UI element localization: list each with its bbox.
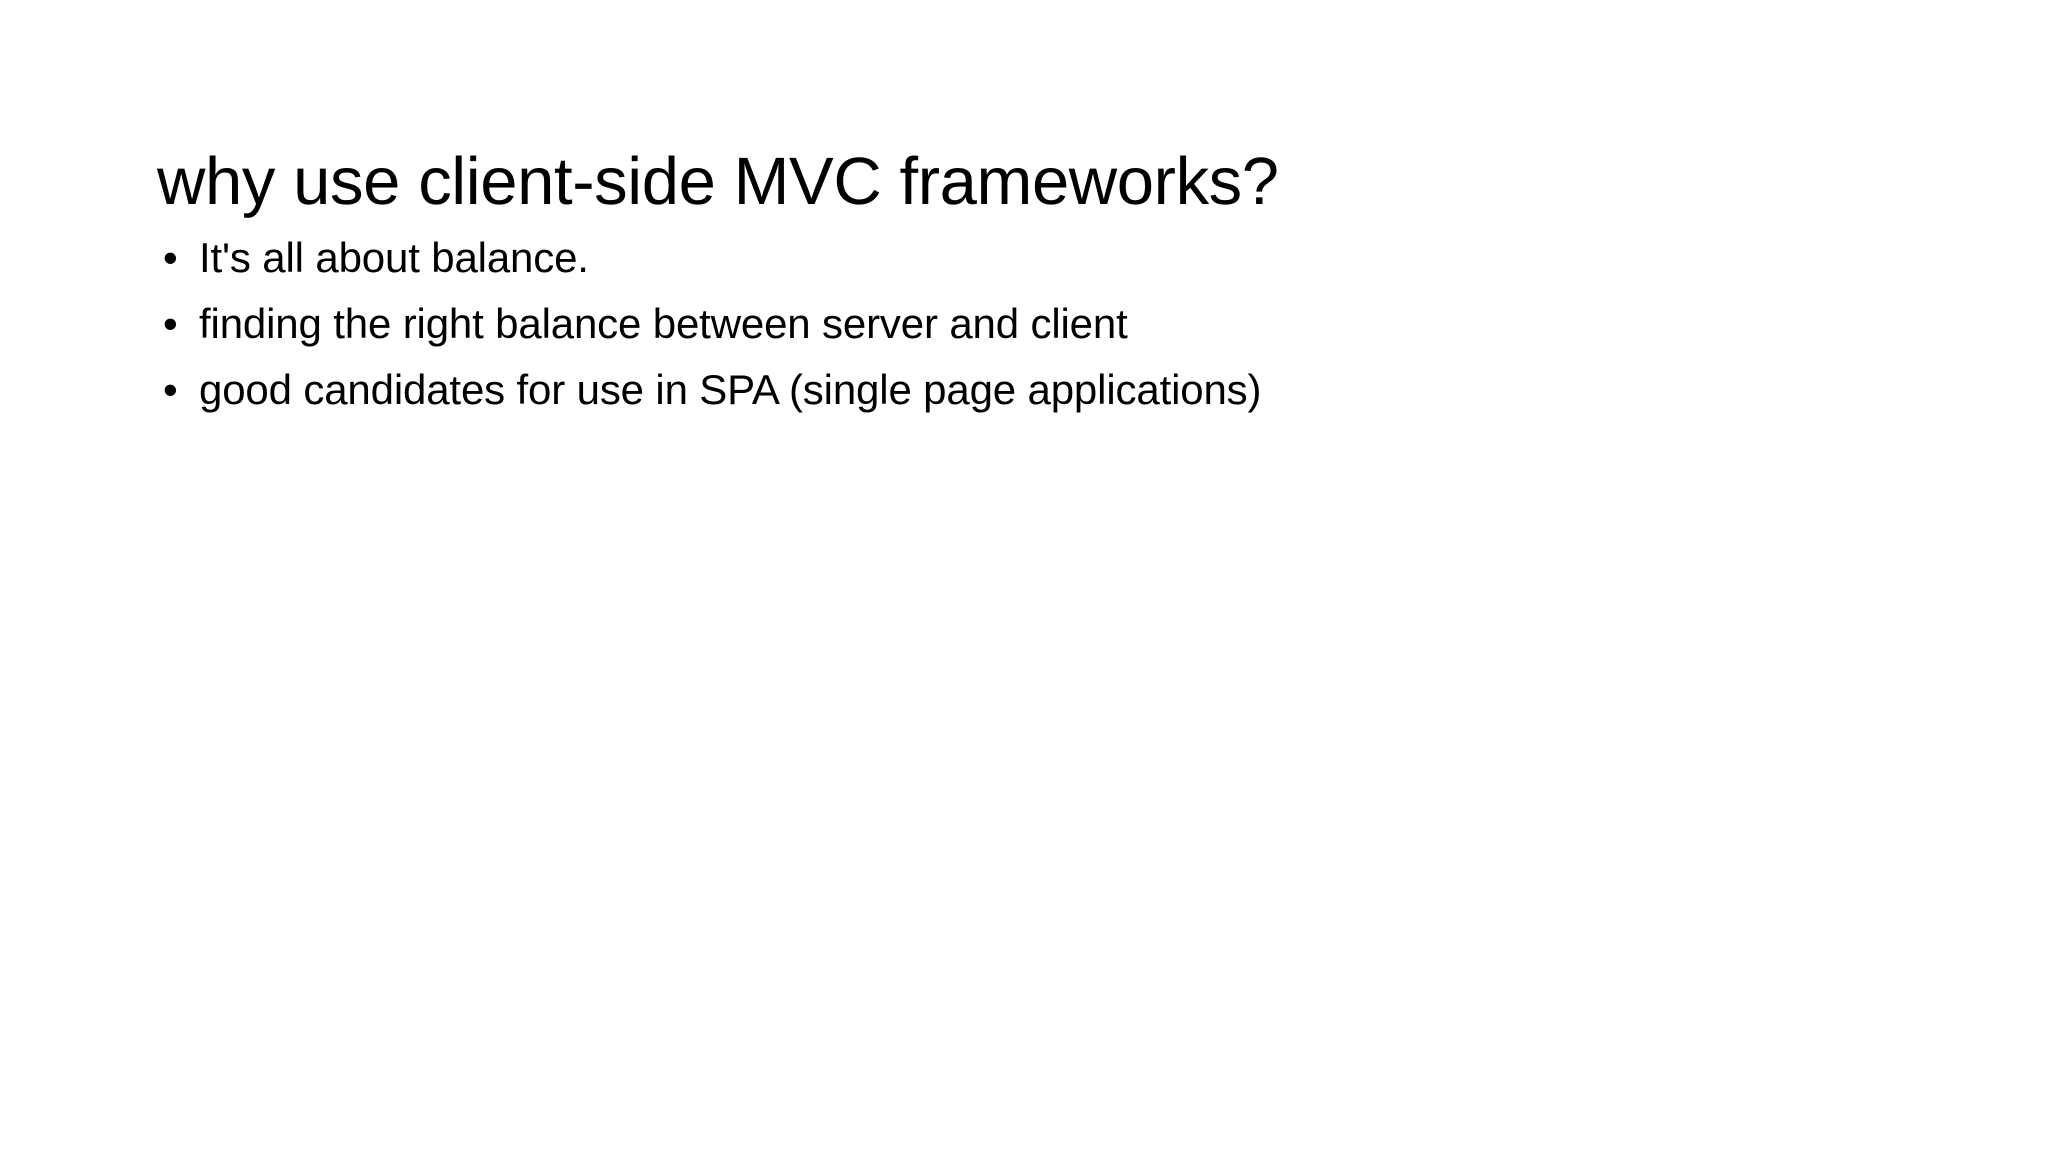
bullet-text: It's all about balance. <box>199 234 589 281</box>
bullet-point-icon: • <box>163 300 178 347</box>
list-item: • finding the right balance between serv… <box>157 294 1917 360</box>
list-item: • It's all about balance. <box>157 228 1917 294</box>
bullet-text: good candidates for use in SPA (single p… <box>199 366 1262 413</box>
bullet-text: finding the right balance between server… <box>199 300 1128 347</box>
bullet-point-icon: • <box>163 366 178 413</box>
slide-bullet-list: • It's all about balance. • finding the … <box>157 228 1917 426</box>
bullet-point-icon: • <box>163 234 178 281</box>
slide-title: why use client-side MVC frameworks? <box>157 143 1279 219</box>
list-item: • good candidates for use in SPA (single… <box>157 360 1917 426</box>
